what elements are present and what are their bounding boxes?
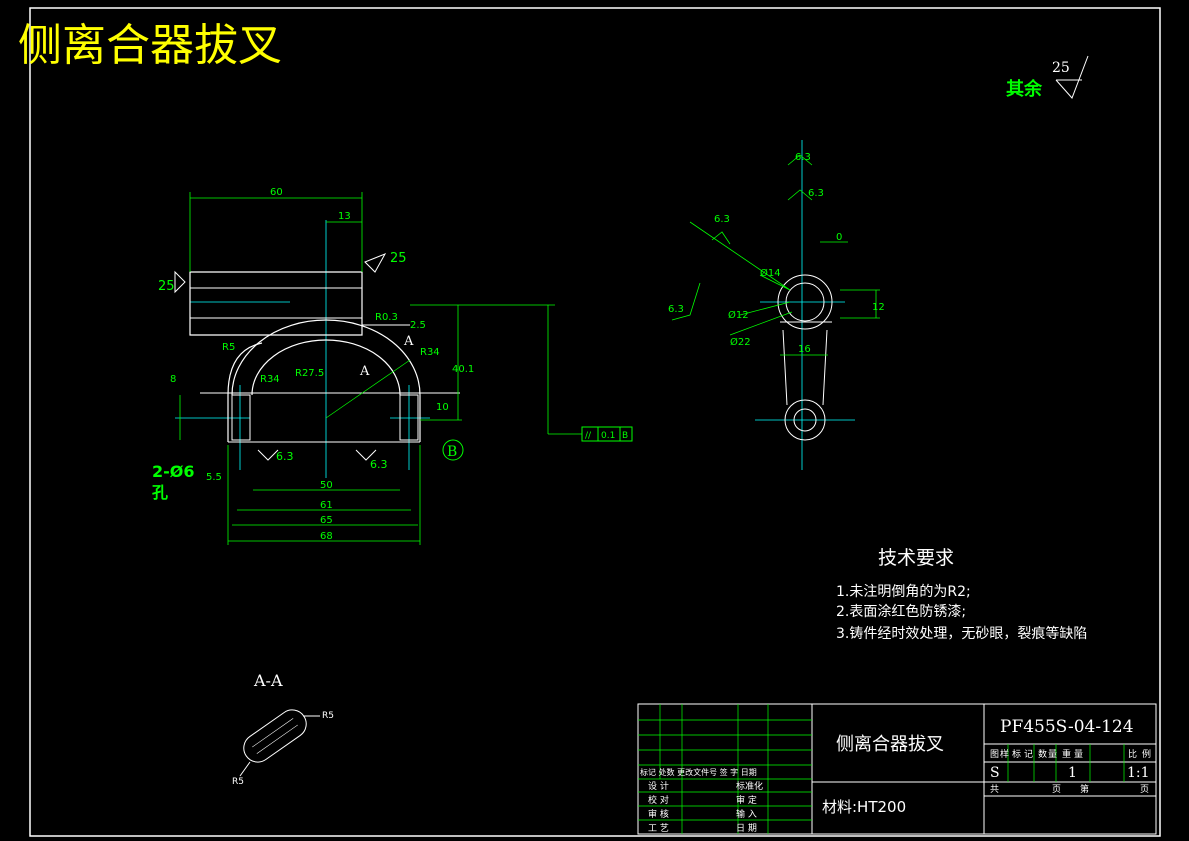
side-d0: 0 — [836, 232, 842, 243]
row-1-right: 标准化 — [736, 780, 763, 792]
row-2-right: 审 定 — [736, 794, 757, 806]
side-r63-diag: 6.3 — [714, 214, 730, 225]
section-mark-a2: A — [359, 364, 370, 379]
geometric-tolerance-frame: // 0.1 B — [581, 426, 633, 442]
row-3-left: 审 核 — [648, 808, 669, 820]
row-4-left: 工 艺 — [648, 823, 669, 834]
drawing-title: 侧离合器拔叉 — [18, 20, 282, 71]
dim-8: 8 — [170, 374, 176, 385]
side-d14: Ø14 — [760, 267, 781, 279]
dim-60: 60 — [270, 187, 283, 198]
hdr-4: 数 — [1038, 748, 1047, 760]
side-view: 6.3 6.3 0 6.3 6.3 Ø14 Ø12 Ø22 12 16 — [668, 140, 885, 470]
datum-circle — [442, 439, 464, 461]
tech-item-2: 2.表面涂红色防锈漆; — [836, 603, 966, 620]
total-label: 共 — [990, 784, 999, 795]
page-label-2: 页 — [1140, 784, 1149, 795]
mark-value: S — [990, 765, 1000, 781]
roughness-other-label: 其余 — [1006, 78, 1043, 100]
roughness-other-value: 25 — [1052, 60, 1070, 76]
hdr-0: 图 — [990, 749, 999, 760]
tech-item-1: 1.未注明倒角的为R2; — [836, 584, 971, 600]
dim-65: 65 — [320, 515, 333, 526]
section-r5a: R5 — [322, 711, 334, 721]
title-block — [637, 703, 1157, 835]
tolerance-datum: B — [622, 431, 628, 441]
side-d12: Ø12 — [728, 309, 749, 321]
sheet-label: 第 — [1080, 783, 1089, 795]
hdr-5: 量 — [1048, 749, 1057, 760]
section-label: A-A — [253, 671, 283, 690]
title-block-text: 侧离合器拔叉 PF455S-04-124 材料:HT200 标记 处数 更改文件… — [640, 717, 1151, 834]
roughness-6-3-a: 6.3 — [276, 450, 294, 463]
datum-label: B — [447, 444, 457, 460]
dim-25: 2.5 — [410, 320, 426, 331]
hdr-8: 比 — [1128, 748, 1137, 760]
tolerance-symbol: // — [585, 431, 592, 441]
tolerance-value: 0.1 — [601, 431, 615, 441]
sheet-border — [29, 7, 1161, 837]
section-r5b: R5 — [232, 777, 244, 787]
dim-40-1: 40.1 — [452, 364, 474, 375]
hdr-3: 记 — [1024, 749, 1033, 760]
tech-requirements: 技术要求 1.未注明倒角的为R2; 2.表面涂红色防锈漆; 3.铸件经时效处理，… — [836, 547, 1087, 642]
hdr-6: 重 — [1062, 748, 1071, 760]
dim-13: 13 — [338, 211, 351, 222]
roughness-other-symbol: 其余 25 — [1006, 55, 1089, 100]
side-r63-top: 6.3 — [795, 152, 811, 163]
tech-heading: 技术要求 — [878, 547, 954, 569]
dim-68: 68 — [320, 531, 333, 542]
hole-note-2: 孔 — [152, 483, 168, 502]
part-name: 侧离合器拔叉 — [836, 734, 944, 755]
section-mark-a1: A — [403, 334, 414, 349]
rev-header: 标记 处数 更改文件号 签 字 日期 — [640, 767, 757, 777]
roughness-6-3-b: 6.3 — [370, 458, 388, 471]
scale-value: 1:1 — [1127, 765, 1150, 781]
drawing-number: PF455S-04-124 — [1000, 717, 1134, 737]
dim-r03: R0.3 — [375, 312, 398, 323]
dim-50: 50 — [320, 480, 333, 491]
roughness-25-top: 25 — [390, 251, 407, 266]
row-3-right: 输 入 — [736, 808, 757, 820]
tech-item-3: 3.铸件经时效处理，无砂眼，裂痕等缺陷 — [836, 625, 1087, 642]
row-4-right: 日 期 — [736, 823, 757, 834]
side-r63-left: 6.3 — [668, 304, 684, 315]
dim-r275: R27.5 — [295, 368, 324, 379]
dim-61: 61 — [320, 500, 333, 511]
row-1-left: 设 计 — [648, 780, 669, 792]
dim-r34a: R34 — [260, 374, 280, 385]
dim-r5: R5 — [222, 342, 235, 353]
section-aa: A-A R5 R5 — [232, 671, 334, 787]
dim-depth: 5.5 — [206, 472, 222, 483]
side-d22: Ø22 — [730, 336, 751, 348]
roughness-25-left: 25 — [158, 279, 175, 294]
front-view: 60 13 R0.3 2.5 R5 R34 R34 R27.5 40.1 10 … — [152, 187, 633, 545]
side-d12v: 12 — [872, 302, 885, 313]
dim-10: 10 — [436, 402, 449, 413]
hdr-1: 样 — [1000, 748, 1009, 760]
side-d16: 16 — [798, 344, 811, 355]
page-label: 页 — [1052, 784, 1061, 795]
dim-r34b: R34 — [420, 347, 440, 358]
side-r63-v: 6.3 — [808, 188, 824, 199]
hdr-7: 量 — [1074, 749, 1083, 760]
hdr-9: 例 — [1142, 748, 1151, 760]
hdr-2: 标 — [1012, 748, 1021, 760]
hole-note: 2-Ø6 — [152, 462, 195, 481]
row-2-left: 校 对 — [648, 794, 669, 806]
material: 材料:HT200 — [822, 798, 906, 816]
qty-value: 1 — [1068, 765, 1077, 781]
